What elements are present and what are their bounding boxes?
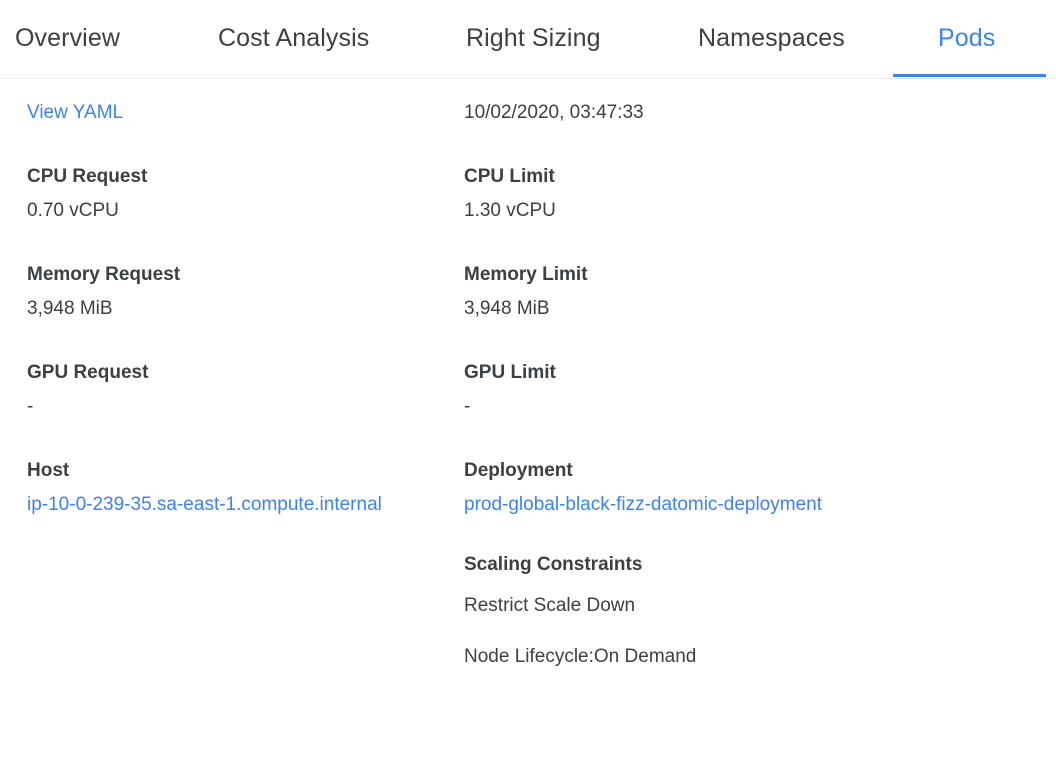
tab-namespaces[interactable]: Namespaces: [698, 0, 845, 76]
field-gpu-limit: GPU Limit -: [464, 361, 864, 419]
field-memory-limit: Memory Limit 3,948 MiB: [464, 263, 864, 321]
tab-right-sizing[interactable]: Right Sizing: [466, 0, 601, 76]
field-label: CPU Request: [27, 166, 148, 187]
field-memory-request: Memory Request 3,948 MiB: [27, 263, 427, 321]
field-cpu-limit: CPU Limit 1.30 vCPU: [464, 165, 864, 223]
active-tab-indicator: [893, 74, 1046, 77]
deployment-link[interactable]: prod-global-black-fizz-datomic-deploymen…: [464, 494, 822, 515]
host-link[interactable]: ip-10-0-239-35.sa-east-1.compute.interna…: [27, 494, 382, 515]
scaling-constraints-label: Scaling Constraints: [464, 554, 643, 575]
field-host: Host ip-10-0-239-35.sa-east-1.compute.in…: [27, 459, 427, 517]
field-value: 3,948 MiB: [27, 298, 113, 319]
field-label: CPU Limit: [464, 166, 555, 187]
field-label: Memory Limit: [464, 264, 588, 285]
field-label: Memory Request: [27, 264, 181, 285]
field-value: 1.30 vCPU: [464, 200, 556, 221]
field-label: GPU Limit: [464, 362, 556, 383]
field-value: -: [27, 396, 34, 417]
tab-bar: Overview Cost Analysis Right Sizing Name…: [0, 0, 1056, 79]
left-details-column: View YAML CPU Request 0.70 vCPU Memory R…: [27, 79, 427, 517]
field-label: Host: [27, 460, 70, 481]
field-value: 0.70 vCPU: [27, 200, 119, 221]
field-cpu-request: CPU Request 0.70 vCPU: [27, 165, 427, 223]
field-value: 3,948 MiB: [464, 298, 550, 319]
field-value: -: [464, 396, 471, 417]
tab-pods[interactable]: Pods: [938, 0, 995, 76]
field-deployment: Deployment prod-global-black-fizz-datomi…: [464, 459, 864, 517]
tab-overview[interactable]: Overview: [15, 0, 120, 76]
right-details-column: 10/02/2020, 03:47:33 CPU Limit 1.30 vCPU…: [464, 79, 864, 669]
field-label: Deployment: [464, 460, 573, 481]
pod-details-panel: View YAML CPU Request 0.70 vCPU Memory R…: [0, 79, 1056, 758]
constraint-item: Restrict Scale Down: [464, 595, 636, 616]
constraint-item: Node Lifecycle:On Demand: [464, 646, 697, 667]
pod-timestamp: 10/02/2020, 03:47:33: [464, 102, 644, 123]
field-gpu-request: GPU Request -: [27, 361, 427, 419]
tab-cost-analysis[interactable]: Cost Analysis: [218, 0, 369, 76]
field-label: GPU Request: [27, 362, 149, 383]
view-yaml-link[interactable]: View YAML: [27, 102, 124, 123]
scaling-constraints-section: Scaling Constraints Restrict Scale Down …: [464, 553, 864, 669]
